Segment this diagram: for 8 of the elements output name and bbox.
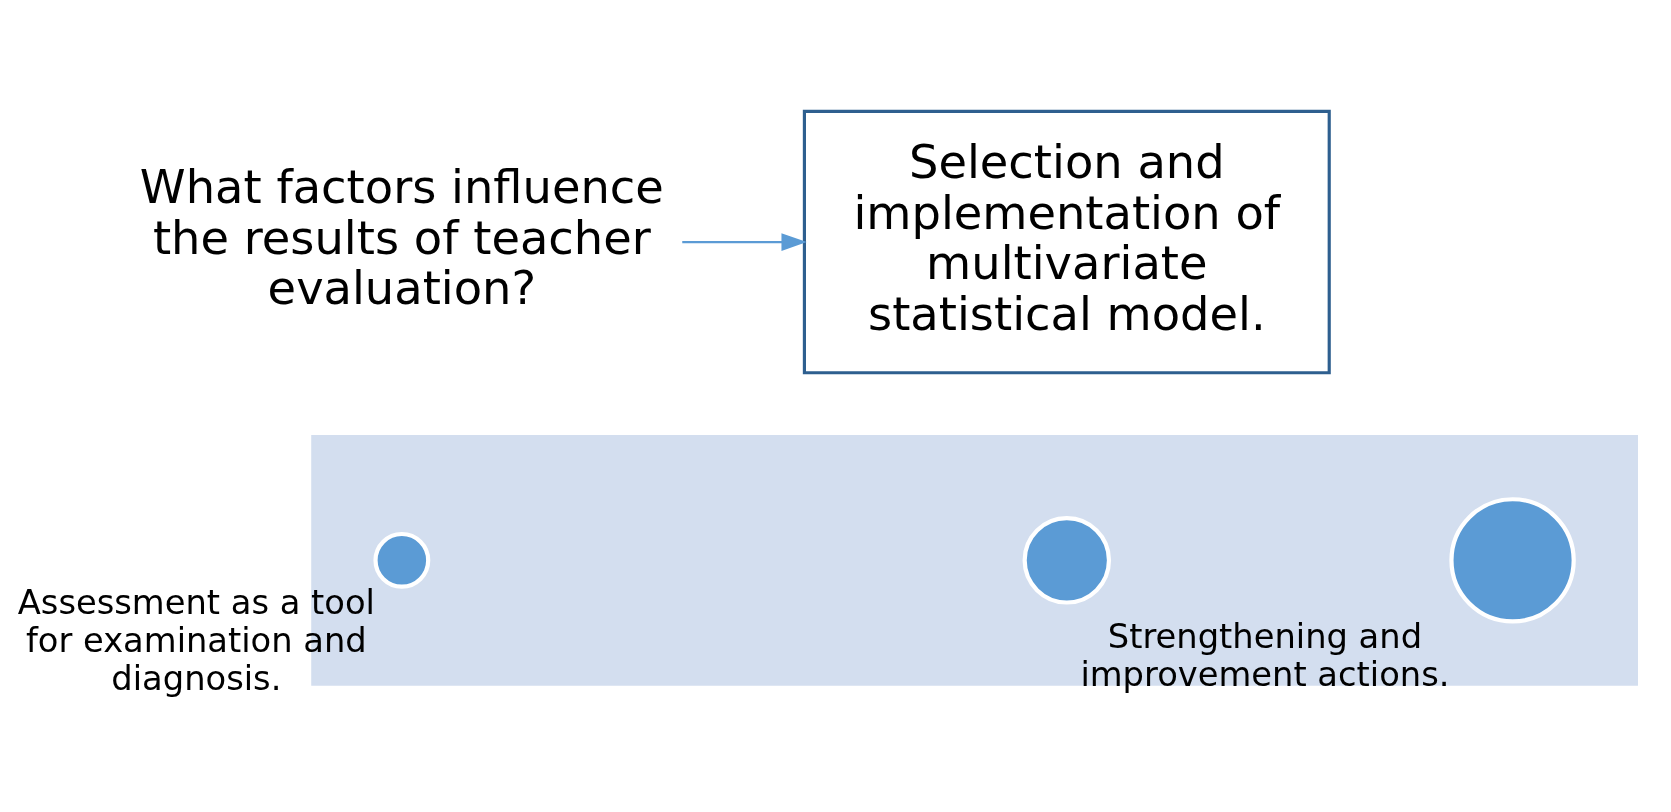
node-text: What factors influence the results of teacher evaluation? [139,159,664,315]
node-label: Strengthening and improvement actions. [1080,616,1450,694]
node-circle [373,531,431,589]
node-circle [1449,496,1576,624]
node-box: Selection and implementation of multivariate statistical model. [802,109,1331,374]
node-circle [1022,515,1112,605]
arrow [682,232,807,251]
node-label: Assessment as a tool for examination and diagnosis. [17,582,375,698]
